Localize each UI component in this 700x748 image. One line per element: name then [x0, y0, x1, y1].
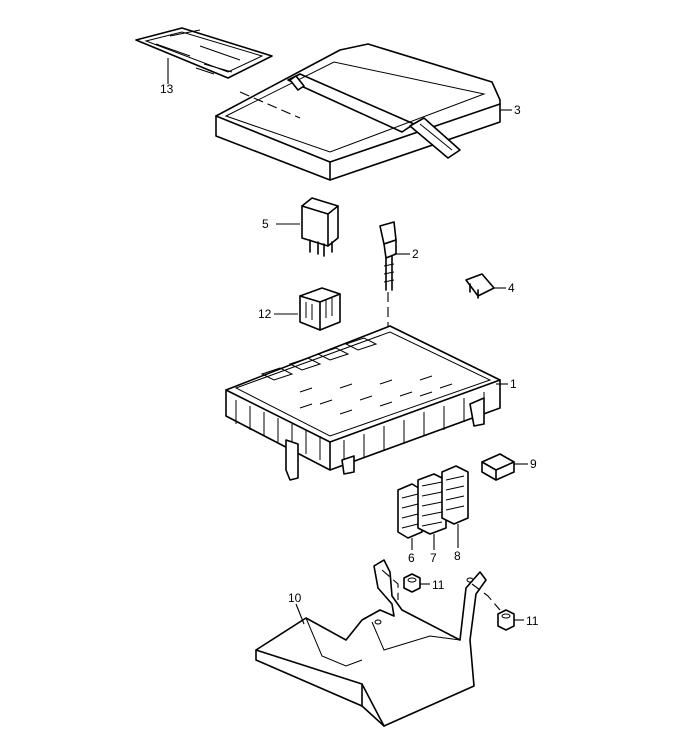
bracket-dashed-line-left: [381, 569, 399, 600]
callout-2: 2: [412, 247, 419, 261]
relay-part: [301, 197, 339, 257]
connector-clip-part: [481, 453, 515, 481]
mounting-bracket-part: [255, 559, 487, 727]
callout-4: 4: [508, 281, 515, 295]
callout-11-lower: 11: [526, 614, 539, 628]
bracket-dashed-line-right: [471, 583, 501, 611]
callout-13: 13: [160, 82, 174, 96]
callout-5: 5: [262, 217, 269, 231]
label-card-part: [135, 27, 273, 79]
leader-10: [295, 603, 305, 625]
fuse-holder-part-8: [441, 465, 469, 525]
callout-6: 6: [408, 551, 415, 565]
callout-11-upper: 11: [432, 578, 445, 592]
callout-3: 3: [514, 103, 521, 117]
fuse-holder-part-7: [417, 473, 447, 535]
fuse-box-cover-part: [215, 43, 501, 181]
callout-7: 7: [430, 551, 437, 565]
relay-block-part: [299, 287, 341, 331]
callout-9: 9: [530, 457, 537, 471]
central-fuse-box-part: [225, 325, 501, 481]
cover-dashed-line: [239, 91, 301, 119]
nut-part-upper: [403, 573, 421, 593]
fuse-holder-part-6: [397, 483, 423, 539]
callout-10: 10: [288, 591, 302, 605]
blade-fuse-part: [465, 273, 495, 299]
callout-1: 1: [510, 377, 517, 391]
sensor-connector-part: [379, 221, 397, 291]
nut-part-lower: [497, 609, 515, 631]
callout-8: 8: [454, 549, 461, 563]
callout-12: 12: [258, 307, 272, 321]
